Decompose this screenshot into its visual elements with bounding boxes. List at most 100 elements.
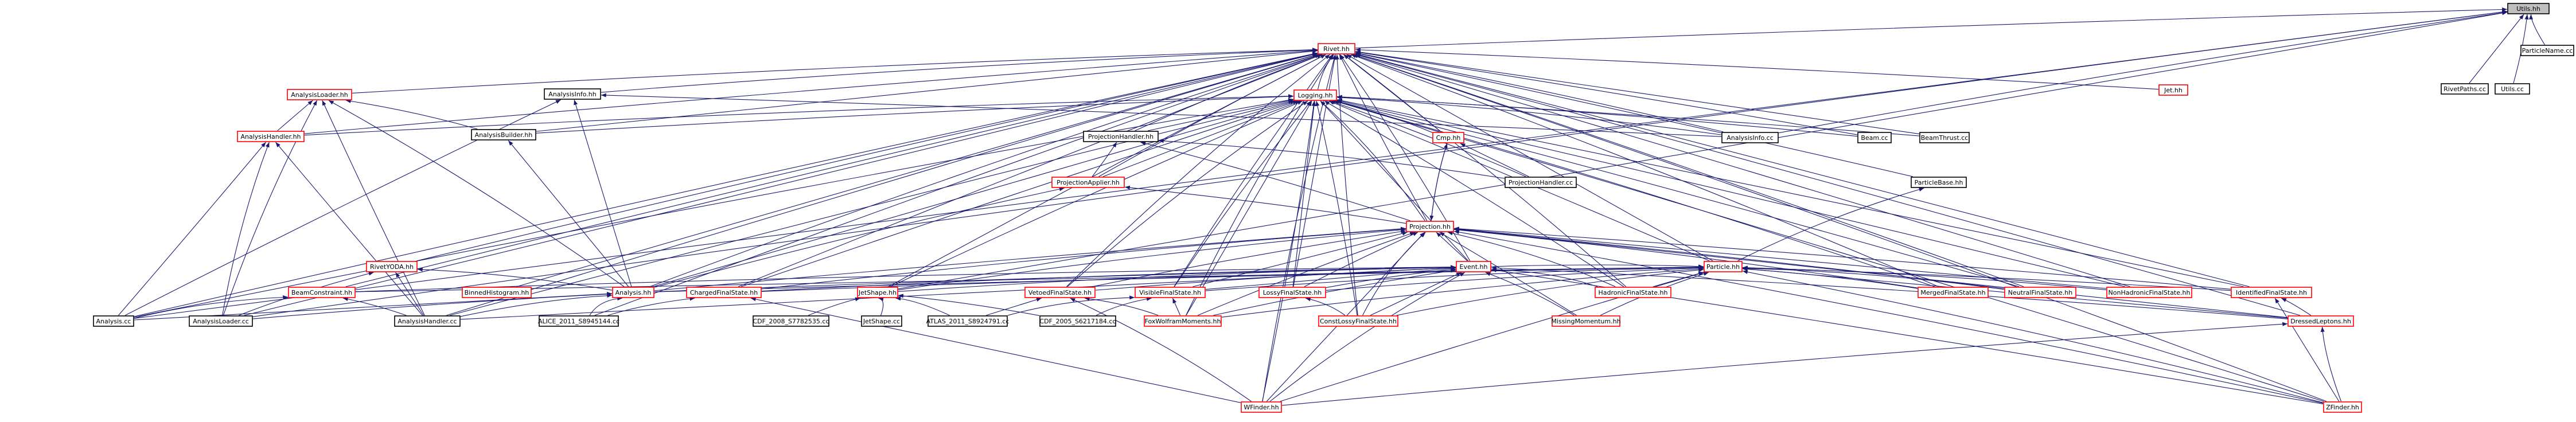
node-logging-hh[interactable]: Logging.hh bbox=[1293, 89, 1337, 101]
node-analysisloader-cc[interactable]: AnalysisLoader.cc bbox=[189, 315, 253, 327]
node-box[interactable] bbox=[927, 315, 1008, 327]
node-box[interactable] bbox=[1456, 261, 1491, 272]
node-utils-h[interactable]: Utils.hh bbox=[2507, 3, 2550, 14]
node-box[interactable] bbox=[1293, 89, 1337, 101]
node-box[interactable] bbox=[287, 89, 352, 100]
node-box[interactable] bbox=[2507, 3, 2550, 14]
node-lossyfinalstate-hh[interactable]: LossyFinalState.hh bbox=[1258, 287, 1326, 298]
node-projection-hh[interactable]: Projection.hh bbox=[1406, 221, 1454, 232]
node-mergedfinalstate-hh[interactable]: MergedFinalState.hh bbox=[1918, 287, 1989, 298]
node-beamconstraint-hh[interactable]: BeamConstraint.hh bbox=[288, 287, 356, 298]
node-box[interactable] bbox=[1406, 221, 1454, 232]
node-projectionapplier-hh[interactable]: ProjectionApplier.hh bbox=[1051, 177, 1125, 188]
node-box[interactable] bbox=[1135, 287, 1206, 298]
node-box[interactable] bbox=[1051, 177, 1125, 188]
node-wfinder-hh[interactable]: WFinder.hh bbox=[1241, 401, 1282, 413]
node-constlossy-hh[interactable]: ConstLossyFinalState.hh bbox=[1318, 315, 1398, 327]
node-analysisbuilder-hh[interactable]: AnalysisBuilder.hh bbox=[471, 129, 536, 140]
node-hadronicfinalstate-hh[interactable]: HadronicFinalState.hh bbox=[1595, 287, 1671, 298]
node-box[interactable] bbox=[2106, 287, 2192, 298]
node-box[interactable] bbox=[861, 315, 902, 327]
node-analysisloader-hh[interactable]: AnalysisLoader.hh bbox=[287, 89, 352, 100]
node-rivet-hh[interactable]: Rivet.hh bbox=[1318, 43, 1355, 54]
node-box[interactable] bbox=[1595, 287, 1671, 298]
node-box[interactable] bbox=[189, 315, 253, 327]
node-box[interactable] bbox=[288, 287, 356, 298]
node-box[interactable] bbox=[1552, 315, 1620, 327]
node-box[interactable] bbox=[1144, 315, 1222, 327]
node-box[interactable] bbox=[1432, 132, 1464, 143]
node-cmp-hh[interactable]: Cmp.hh bbox=[1432, 132, 1464, 143]
node-box[interactable] bbox=[544, 88, 601, 100]
node-box[interactable] bbox=[2004, 287, 2076, 298]
node-box[interactable] bbox=[857, 287, 898, 298]
node-box[interactable] bbox=[1505, 177, 1577, 188]
node-box[interactable] bbox=[1318, 43, 1355, 54]
node-jet-hh[interactable]: Jet.hh bbox=[2158, 84, 2188, 96]
node-box[interactable] bbox=[237, 131, 305, 142]
node-box[interactable] bbox=[366, 261, 418, 272]
node-box[interactable] bbox=[1241, 401, 1282, 413]
node-binnedhistogram-hh[interactable]: BinnedHistogram.hh bbox=[462, 287, 532, 298]
node-box[interactable] bbox=[1039, 315, 1116, 327]
node-box[interactable] bbox=[2520, 45, 2574, 56]
node-utils-cc[interactable]: Utils.cc bbox=[2495, 83, 2530, 95]
node-jetshape-hh[interactable]: JetShape.hh bbox=[857, 287, 898, 298]
node-chargedfinalstate-hh[interactable]: ChargedFinalState.hh bbox=[686, 287, 762, 298]
node-jetshape-cc[interactable]: JetShape.cc bbox=[861, 315, 902, 327]
node-visiblefinalstate-hh[interactable]: VisibleFinalState.hh bbox=[1135, 287, 1206, 298]
node-projectionhandler-hh[interactable]: ProjectionHandler.hh bbox=[1083, 131, 1159, 142]
node-missingmomentum-hh[interactable]: MissingMomentum.hh bbox=[1551, 315, 1621, 327]
node-rivetyoda-hh[interactable]: RivetYODA.hh bbox=[366, 261, 418, 272]
node-dressedleptons-hh[interactable]: DressedLeptons.hh bbox=[2287, 315, 2354, 327]
node-box[interactable] bbox=[1911, 177, 1967, 188]
node-box[interactable] bbox=[2441, 83, 2489, 95]
node-projectionhandler-cc[interactable]: ProjectionHandler.cc bbox=[1505, 177, 1577, 188]
node-analysis-hh[interactable]: Analysis.hh bbox=[612, 287, 654, 298]
node-box[interactable] bbox=[612, 287, 654, 298]
node-box[interactable] bbox=[1721, 132, 1779, 143]
node-box[interactable] bbox=[1919, 132, 1970, 143]
node-particlebase-hh[interactable]: ParticleBase.hh bbox=[1911, 177, 1967, 188]
node-box[interactable] bbox=[686, 287, 762, 298]
node-atlas-cc[interactable]: ATLAS_2011_S8924791.cc bbox=[926, 315, 1010, 327]
node-box[interactable] bbox=[2231, 287, 2312, 298]
node-box[interactable] bbox=[1918, 287, 1989, 298]
node-analysis-cc[interactable]: Analysis.cc bbox=[93, 315, 134, 327]
node-cdf2005-cc[interactable]: CDF_2005_S6217184.cc bbox=[1039, 315, 1116, 327]
node-neutralfinalstate-hh[interactable]: NeutralFinalState.hh bbox=[2004, 287, 2076, 298]
node-box[interactable] bbox=[1024, 287, 1096, 298]
node-zfinder-hh[interactable]: ZFinder.hh bbox=[2323, 401, 2362, 413]
node-analysishandler-cc[interactable]: AnalysisHandler.cc bbox=[394, 315, 461, 327]
node-box[interactable] bbox=[93, 315, 134, 327]
node-box[interactable] bbox=[539, 315, 619, 327]
node-identifiedfinalstate-hh[interactable]: IdentifiedFinalState.hh bbox=[2231, 287, 2312, 298]
node-box[interactable] bbox=[471, 129, 536, 140]
node-rivetpaths-cc[interactable]: RivetPaths.cc bbox=[2441, 83, 2489, 95]
node-box[interactable] bbox=[1318, 315, 1398, 327]
node-foxwolfram-hh[interactable]: FoxWolframMoments.hh bbox=[1144, 315, 1222, 327]
node-analysishandler-hh[interactable]: AnalysisHandler.hh bbox=[237, 131, 305, 142]
node-beamthrust-cc[interactable]: BeamThrust.cc bbox=[1919, 132, 1970, 143]
node-beam-cc[interactable]: Beam.cc bbox=[1857, 132, 1892, 143]
node-analysisinfo-hh[interactable]: AnalysisInfo.hh bbox=[544, 88, 601, 100]
node-box[interactable] bbox=[1704, 261, 1743, 272]
node-box[interactable] bbox=[2495, 83, 2530, 95]
node-vetoedfinalstate-hh[interactable]: VetoedFinalState.hh bbox=[1024, 287, 1096, 298]
node-alice-cc[interactable]: ALICE_2011_S8945144.cc bbox=[538, 315, 619, 327]
node-box[interactable] bbox=[1857, 132, 1892, 143]
node-particlename-cc[interactable]: ParticleName.cc bbox=[2520, 45, 2574, 56]
node-box[interactable] bbox=[1083, 131, 1159, 142]
node-box[interactable] bbox=[2287, 315, 2354, 327]
node-box[interactable] bbox=[394, 315, 461, 327]
node-particle-hh[interactable]: Particle.hh bbox=[1704, 261, 1743, 272]
node-box[interactable] bbox=[1258, 287, 1326, 298]
node-box[interactable] bbox=[2158, 84, 2188, 96]
node-event-hh[interactable]: Event.hh bbox=[1456, 261, 1491, 272]
node-nonhadronicfinalstate-hh[interactable]: NonHadronicFinalState.hh bbox=[2106, 287, 2192, 298]
node-box[interactable] bbox=[2323, 401, 2362, 413]
node-analysisinfo-cc[interactable]: AnalysisInfo.cc bbox=[1721, 132, 1779, 143]
node-box[interactable] bbox=[462, 287, 532, 298]
node-cdf2008-cc[interactable]: CDF_2008_S7782535.cc bbox=[753, 315, 829, 327]
node-box[interactable] bbox=[753, 315, 829, 327]
